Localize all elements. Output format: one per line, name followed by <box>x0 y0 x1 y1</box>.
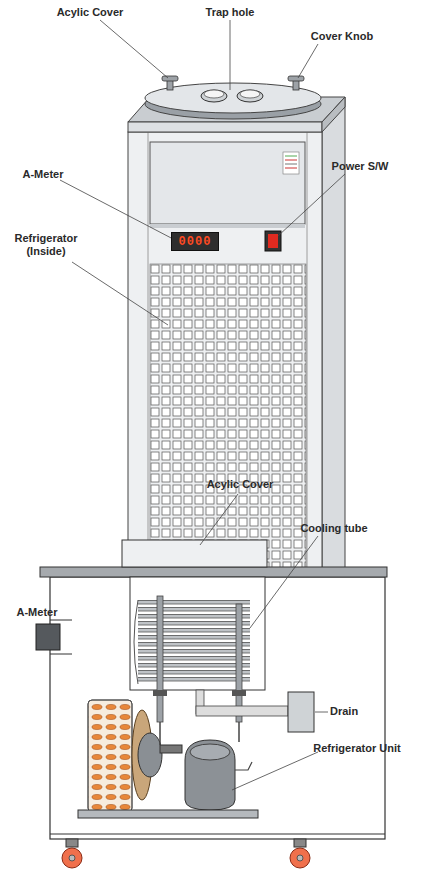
refrigerator-unit-part <box>185 740 235 810</box>
refrigerator-unit-part <box>190 744 230 760</box>
cooling-tube-part <box>153 690 167 696</box>
casters-bottom-part <box>294 839 306 847</box>
casters-bottom-part <box>62 848 82 868</box>
cabinet-section-part <box>122 540 267 567</box>
cooling-tube-part <box>134 600 138 684</box>
leader-lines-top-part <box>230 20 231 90</box>
cover-knobs <box>162 76 304 90</box>
upper-panel-part <box>283 152 299 174</box>
refrigerator-unit-part <box>88 700 132 812</box>
upper-panel-part <box>285 160 297 161</box>
casters-bottom-part <box>66 839 78 847</box>
refrigerator-unit-part <box>138 733 162 777</box>
trap-holes-part <box>237 90 263 102</box>
cooling-tube-part <box>232 690 246 696</box>
leader-lines-top <box>60 20 345 325</box>
cooling-tube-part <box>157 596 163 722</box>
refrigerator-unit-part <box>88 700 132 812</box>
leader-lines-top-part <box>60 180 175 240</box>
cabinet-top-figure <box>128 97 345 806</box>
refrigerator-unit-part <box>78 810 258 818</box>
cooling-tube <box>134 596 250 722</box>
leader-lines-bottom-part <box>200 494 238 545</box>
trap-holes-part <box>201 90 227 102</box>
part-label: Cooling tube <box>288 522 380 535</box>
trap-holes <box>201 90 263 102</box>
part-label: A-Meter <box>8 168 78 181</box>
cooling-tube-part <box>236 604 242 722</box>
upper-panel <box>150 142 305 228</box>
part-label: A-Meter <box>2 606 72 619</box>
part-label: Refrigerator Unit <box>298 742 416 755</box>
chamber-part <box>130 577 265 690</box>
drain <box>196 690 314 732</box>
a-meter-section-part <box>50 620 72 621</box>
upper-panel-part <box>285 164 297 165</box>
part-label: Acylic Cover <box>40 6 140 19</box>
casters-bottom-part <box>290 848 310 868</box>
cover-knobs-part <box>162 76 178 81</box>
leader-lines-bottom-part <box>250 536 318 628</box>
leader-lines-top-part <box>72 262 168 325</box>
part-label: Trap hole <box>190 6 270 19</box>
cabinet-section-part <box>50 577 385 839</box>
leader-lines-bottom-part <box>232 752 318 790</box>
casters-bottom-part <box>69 855 75 861</box>
refrigerator-unit-part <box>235 762 252 770</box>
part-label: Drain <box>330 705 380 718</box>
a-meter-section <box>36 620 72 654</box>
refrigerator-unit-part <box>238 722 240 742</box>
power-switch <box>265 231 281 251</box>
a-meter-section-part <box>36 624 60 650</box>
leader-lines-bottom-part <box>315 712 328 713</box>
leader-lines-top-part <box>278 174 345 236</box>
leader-lines-top-part <box>298 44 318 78</box>
upper-panel-part <box>285 156 297 157</box>
cabinet-section-part <box>40 567 387 577</box>
meter-display: 0000 <box>171 232 219 251</box>
cabinet-section <box>40 540 387 839</box>
leader-lines-bottom <box>200 494 328 790</box>
trap-holes-part <box>204 90 224 98</box>
drain-part <box>288 692 314 732</box>
cover-knobs-part <box>288 76 304 81</box>
cover-knobs-part <box>167 80 173 90</box>
power-switch-part <box>268 234 278 248</box>
power-switch-part <box>265 231 281 251</box>
refrigerator-unit-part <box>160 745 182 753</box>
trap-holes-part <box>240 90 260 98</box>
part-label: Power S/W <box>318 160 402 173</box>
cabinet-top-figure-part <box>128 122 322 132</box>
casters-bottom-part <box>297 855 303 861</box>
cabinet-section-part <box>50 834 385 835</box>
upper-panel-part <box>150 142 305 224</box>
upper-panel-part <box>150 224 305 228</box>
casters-bottom <box>62 839 310 868</box>
part-label: Refrigerator (Inside) <box>8 232 84 258</box>
part-label: Acylic Cover <box>190 478 290 491</box>
refrigerator-unit-part <box>159 722 161 745</box>
cooling-tube-part <box>138 600 250 684</box>
refrigerator-unit <box>78 700 258 818</box>
cabinet-top-figure-part <box>322 97 345 132</box>
cover-knobs-part <box>293 80 299 90</box>
chamber <box>130 577 265 690</box>
display-digits: 0000 <box>179 235 212 249</box>
drain-part <box>196 706 288 716</box>
a-meter-section-part <box>50 654 72 655</box>
leader-lines-top-part <box>100 20 168 78</box>
upper-panel-part <box>285 168 297 169</box>
part-label: Cover Knob <box>296 30 388 43</box>
